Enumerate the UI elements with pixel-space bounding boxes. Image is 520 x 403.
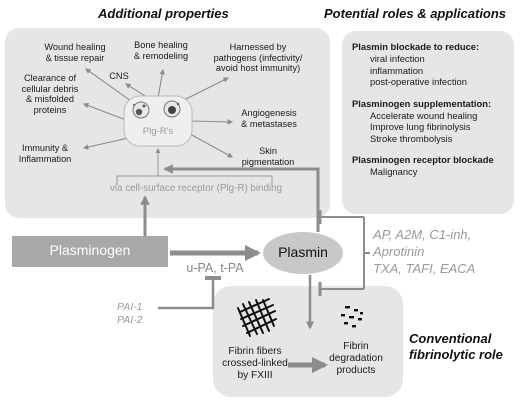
via-receptor-label: via cell-surface receptor (Plg-R) bindin…	[109, 183, 283, 194]
degradation-fragments-icon	[341, 306, 363, 328]
degradation-products-label: Fibrin degradation products	[329, 341, 383, 376]
arrow-to-immunity	[82, 137, 129, 150]
arrow-to-bone-healing	[157, 68, 165, 99]
radiating-arrows	[82, 68, 234, 158]
conventional-role-title: Conventional fibrinolytic role	[409, 331, 503, 362]
label-angiogenesis: Angiogenesis & metastases	[241, 108, 297, 129]
plasminogen-label: Plasminogen	[49, 242, 131, 258]
label-skin: Skin pigmentation	[241, 146, 295, 167]
cell-icon-right	[163, 100, 181, 118]
list-item: post-operative infection	[370, 76, 467, 87]
plasminogen-supplementation-heading: Plasminogen supplementation:	[352, 97, 492, 109]
list-item: viral infection	[370, 53, 425, 64]
potential-roles-title: Potential roles & applications	[324, 6, 507, 21]
receptor-bracket	[116, 175, 273, 185]
label-bone-healing: Bone healing & remodeling	[133, 40, 189, 61]
arrow-to-angiogenesis	[189, 119, 234, 125]
label-cns: CNS	[109, 71, 129, 81]
potential-roles-panel	[342, 31, 514, 214]
potential-roles-list: Plasmin blockade to reduce: viral infect…	[352, 41, 512, 178]
plasmin-blockade-heading: Plasmin blockade to reduce:	[352, 41, 480, 52]
receptor-blockade-heading: Plasminogen receptor blockade	[352, 154, 494, 165]
list-item: Accelerate wound healing	[370, 109, 478, 121]
plasminogen-box	[12, 236, 168, 267]
inhibitors-label: AP, A2M, C1-inh, Aprotinin TXA, TAFI, EA…	[373, 227, 476, 276]
conventional-role-panel	[213, 286, 403, 397]
label-wound-healing: Wound healing & tissue repair	[44, 42, 106, 63]
fibrin-fibers-label: Fibrin fibers crossed-linked by FXIII	[222, 346, 288, 381]
pai-inhibition-line	[158, 278, 215, 310]
arrow-to-harnessed	[179, 77, 229, 103]
activators-label: u-PA, t-PA	[186, 261, 244, 275]
fibrin-mesh-icon	[237, 298, 277, 337]
pai-label: PAI-1 PAI-2	[117, 301, 143, 326]
label-harnessed: Harnessed by pathogens (infectivity/ avo…	[213, 42, 303, 73]
plasmin-label: Plasmin	[278, 244, 328, 260]
arrow-to-clearance	[82, 102, 127, 121]
arrow-to-skin	[189, 133, 233, 158]
plg-r-hub	[123, 95, 193, 147]
additional-properties-title: Additional properties	[98, 6, 229, 21]
plasmin-ellipse	[263, 232, 343, 274]
list-item: Stroke thrombolysis	[370, 132, 453, 144]
list-item: inflammation	[370, 64, 424, 76]
list-item: Improve lung fibrinolysis	[370, 121, 471, 132]
label-immunity: Immunity & Inflammation	[18, 143, 72, 164]
list-item: Malignancy	[370, 166, 418, 177]
label-clearance: Clearance of cellular debris & misfolded…	[21, 73, 79, 115]
plg-r-label: Plg-R's	[142, 126, 174, 137]
cell-icon-left	[132, 101, 150, 119]
plasmin-to-additional-arrow	[163, 164, 320, 232]
